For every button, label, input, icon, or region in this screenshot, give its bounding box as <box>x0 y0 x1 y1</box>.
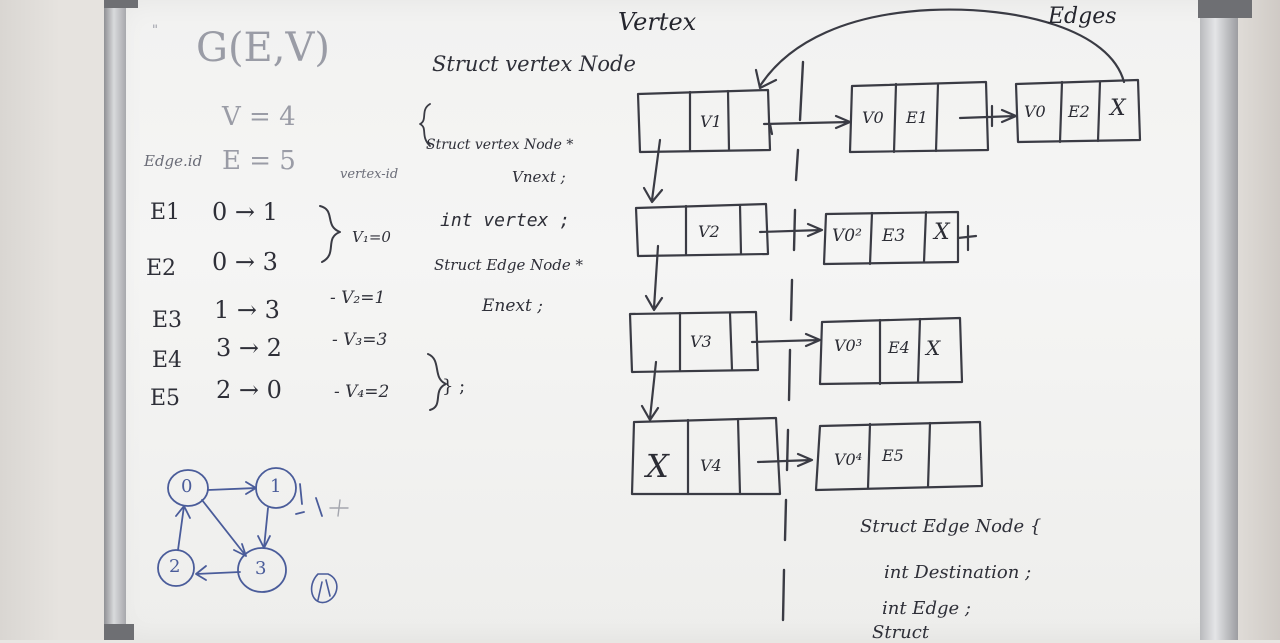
edges-header: Edges <box>1048 4 1117 29</box>
edge-rel-e1: 0 → 1 <box>212 198 278 226</box>
edge-rel-e4: 3 → 2 <box>216 334 282 362</box>
edge-count: E = 5 <box>222 146 296 176</box>
vertex-null-mark: X <box>646 447 669 485</box>
edge-cell-1-1-dest: V0 <box>862 108 884 127</box>
small-graph-node-1: 1 <box>270 476 282 497</box>
edge-id-e1: E1 <box>150 200 181 225</box>
pen-mark: " <box>152 23 158 38</box>
vertex-count: V = 4 <box>222 102 296 132</box>
vertex-next-pointer-name: Vnext ; <box>512 168 566 186</box>
edge-cell-3-1-dest: V0³ <box>834 336 863 355</box>
edge-rel-e2: 0 → 3 <box>212 248 278 276</box>
edge-cell-4-1-edge: E5 <box>882 446 904 465</box>
vertex-id-v1: V₁=0 <box>352 228 391 246</box>
vertex-header: Vertex <box>618 8 697 36</box>
vertex-node-struct-title: Struct vertex Node <box>432 52 636 76</box>
small-graph-node-3: 3 <box>255 558 267 579</box>
graph-title: G(E,V) <box>196 25 330 71</box>
vertex-node-label-2: V2 <box>698 222 720 241</box>
int-destination-field: int Destination ; <box>884 562 1032 583</box>
vertex-id-v2: - V₂=1 <box>330 288 386 308</box>
edge-rel-e3: 1 → 3 <box>214 296 280 324</box>
edge-cell-4-1-dest: V0⁴ <box>834 450 863 469</box>
edge-cell-2-1-dest: V0² <box>832 226 862 246</box>
edge-cell-1-1-edge: E1 <box>906 108 928 127</box>
edge-id-e4: E4 <box>152 348 183 373</box>
struct-tail-text: Struct <box>872 622 930 643</box>
int-edge-field: int Edge ; <box>882 598 971 619</box>
small-graph-node-2: 2 <box>169 556 181 577</box>
whiteboard <box>118 0 1228 640</box>
frame-corner-top-left <box>104 0 138 8</box>
edge-id-label: Edge.id <box>144 152 203 170</box>
vertex-id-v3: - V₃=3 <box>332 330 388 350</box>
vertex-node-label-1: V1 <box>700 112 722 131</box>
edge-node-struct-title: Struct Edge Node { <box>860 516 1042 537</box>
edge-cell-1-2-edge: E2 <box>1068 102 1090 121</box>
vertex-id-v4: - V₄=2 <box>334 382 390 402</box>
whiteboard-frame-right <box>1200 0 1238 640</box>
edge-cell-2-1-edge: E3 <box>882 226 906 246</box>
edge-pointer-type: Struct Edge Node * <box>434 256 584 274</box>
struct-close-brace: } ; <box>442 376 466 397</box>
edge-pointer-name: Enext ; <box>482 296 543 316</box>
edge-id-e2: E2 <box>146 256 177 281</box>
edge-id-e3: E3 <box>152 308 183 333</box>
small-graph-node-0: 0 <box>181 476 193 497</box>
edge-cell-2-1-end: X <box>934 220 950 245</box>
edge-cell-3-1-edge: E4 <box>888 338 910 357</box>
edge-rel-e5: 2 → 0 <box>216 376 282 404</box>
edge-id-e5: E5 <box>150 386 181 411</box>
vertex-node-label-3: V3 <box>690 332 712 351</box>
edge-cell-1-2-end: X <box>1110 96 1126 121</box>
vertex-node-label-4: V4 <box>700 456 722 475</box>
edge-cell-1-2-dest: V0 <box>1024 102 1046 121</box>
frame-corner-bottom-left <box>104 624 134 640</box>
vertex-next-pointer-type: Struct vertex Node * <box>426 137 574 153</box>
int-vertex-field: int vertex ; <box>440 210 571 231</box>
edge-cell-3-1-end: X <box>926 336 941 360</box>
frame-corner-top-right <box>1198 0 1252 18</box>
vertex-id-label: vertex-id <box>340 167 399 182</box>
whiteboard-frame-left <box>104 0 126 640</box>
